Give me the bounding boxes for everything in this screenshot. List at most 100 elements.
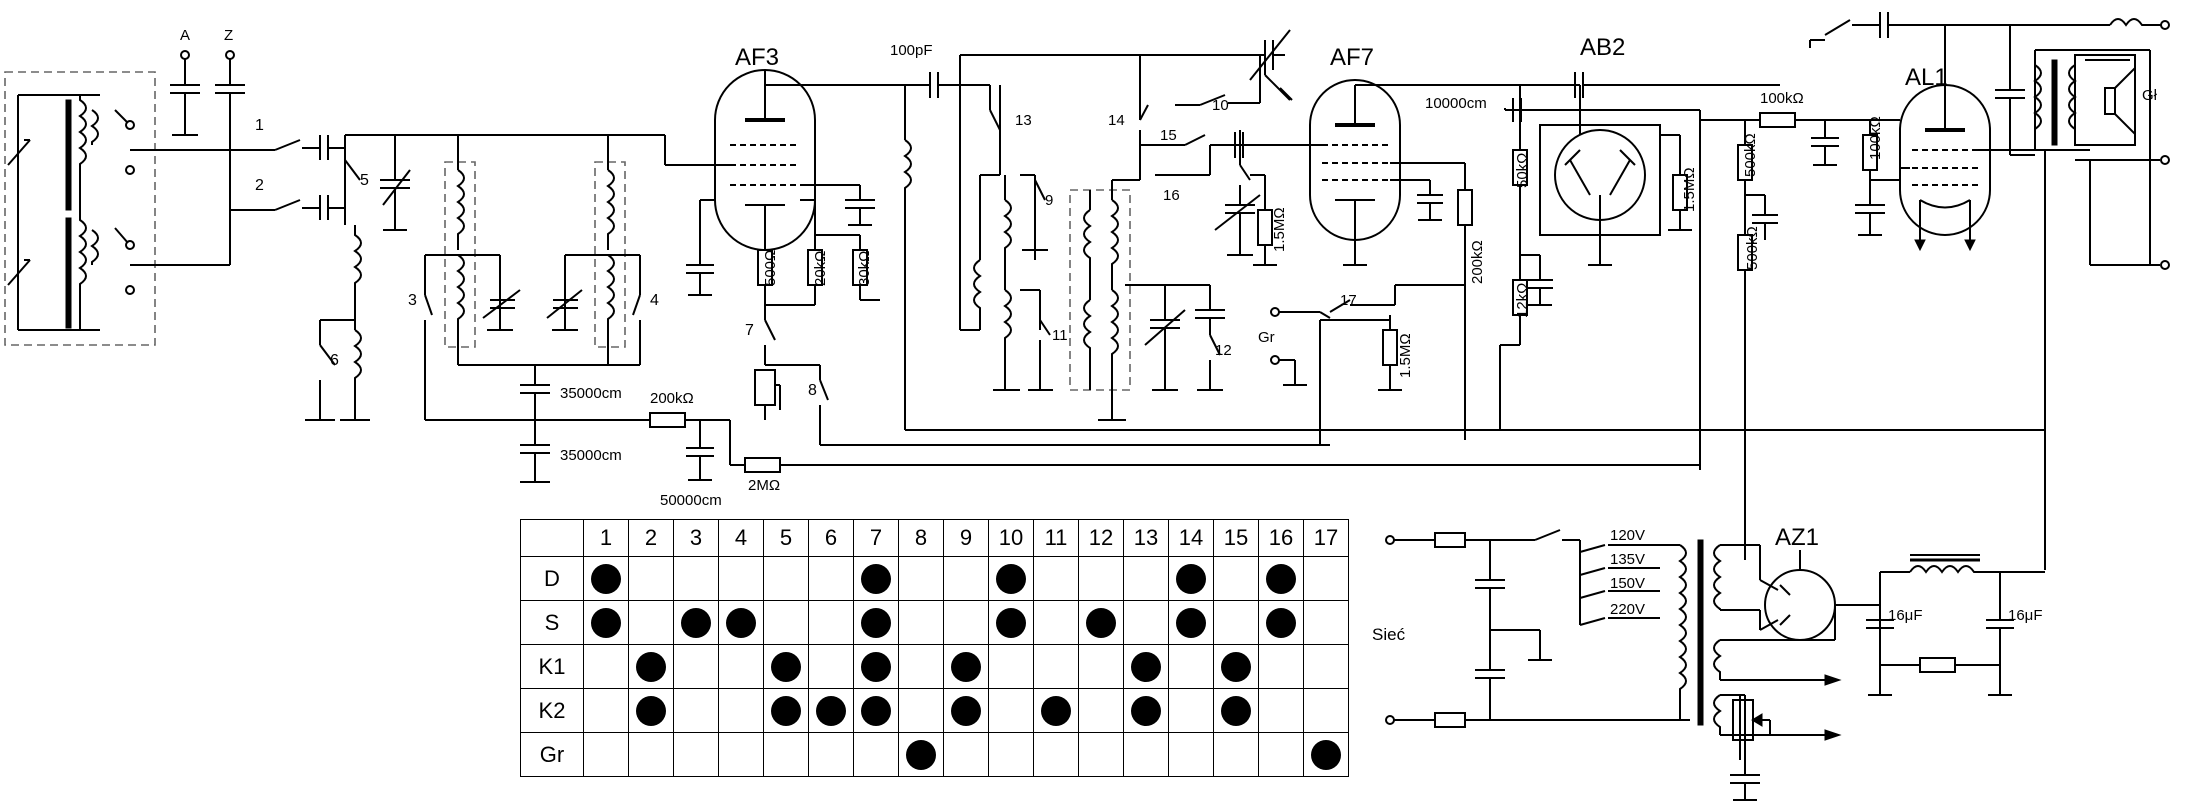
switch-on-dot [996,607,1026,638]
row-label: K1 [520,644,584,689]
switch-on-dot [861,695,891,726]
switch-on-dot [771,651,801,682]
input-switches [250,135,345,220]
switch-6-label: 6 [330,352,339,369]
switch-8-label: 8 [808,382,817,399]
table-cell [898,600,944,645]
table-cell [988,688,1034,733]
table-cell [853,688,899,733]
switch-on-dot [861,651,891,682]
table-cell [718,688,764,733]
switch-on-dot [1266,607,1296,638]
row-label: Gr [520,732,584,777]
c-50000-label: 50000cm [660,492,722,509]
r-500k-a-label: 500kΩ [1742,133,1759,177]
table-cell [1033,556,1079,601]
v150-label: 150V [1610,575,1645,592]
table-cell [1033,688,1079,733]
column-header: 10 [988,519,1034,557]
switch-on-dot [1131,695,1161,726]
r-500k-b-label: 500kΩ [1744,226,1761,270]
table-cell [583,644,629,689]
table-cell [943,556,989,601]
switch-on-dot [1176,563,1206,594]
column-header: 2 [628,519,674,557]
table-cell [1168,600,1214,645]
al1-input-network [1700,112,1900,560]
mains-label: Sieć [1372,625,1406,644]
column-header: 7 [853,519,899,557]
table-cell [1213,556,1259,601]
table-cell [1078,644,1124,689]
table-cell [1303,556,1349,601]
switch-on-dot [636,695,666,726]
column-header: 6 [808,519,854,557]
switch-on-dot [906,739,936,770]
table-cell [1258,644,1304,689]
switch-13-label: 13 [1015,112,1032,129]
r-2m-label: 2MΩ [748,477,780,494]
switch-17-label: 17 [1340,292,1357,309]
table-cell [1213,600,1259,645]
table-cell [988,644,1034,689]
terminal-a-label: A [180,27,190,44]
table-cell [898,556,944,601]
table-cell [943,600,989,645]
table-cell [583,732,629,777]
switch-11-label: 11 [1052,327,1068,344]
table-cell [943,644,989,689]
r-20k-label: 20kΩ [812,251,829,286]
table-cell [673,688,719,733]
c-16u-b-label: 16μF [2008,607,2043,624]
table-cell [1213,732,1259,777]
table-cell [943,688,989,733]
table-cell [1213,688,1259,733]
table-cell [628,600,674,645]
r-500-label: 500Ω [762,250,779,286]
switch-12-label: 12 [1215,342,1232,359]
table-cell [673,600,719,645]
row-label: S [520,600,584,645]
column-header: 13 [1123,519,1169,557]
table-cell [808,556,854,601]
switch-9-label: 9 [1045,192,1053,209]
table-cell [583,600,629,645]
table-cell [763,732,809,777]
row-label: K2 [520,688,584,733]
table-cell [1303,644,1349,689]
table-row: D [520,556,1349,601]
switch-5-label: 5 [360,172,369,189]
table-cell [1123,688,1169,733]
column-header: 3 [673,519,719,557]
table-cell [1123,732,1169,777]
switch-on-dot [1131,651,1161,682]
table-cell [1303,688,1349,733]
table-cell [1168,556,1214,601]
column-header: 8 [898,519,944,557]
al1-label: AL1 [1905,64,1948,91]
switch-on-dot [726,607,756,638]
switch-on-dot [1266,563,1296,594]
table-cell [898,732,944,777]
column-header: 9 [943,519,989,557]
af7-plate-section [1499,72,1780,430]
gr-input-label: Gr [1258,329,1275,346]
switch-2-label: 2 [255,177,264,194]
r-50k-label: 50kΩ [1514,153,1531,188]
c-100p-label: 100pF [890,42,933,59]
table-cell [1258,688,1304,733]
table-cell [808,688,854,733]
table-cell [718,600,764,645]
row-label: D [520,556,584,601]
table-cell [583,688,629,733]
c-10000-label: 10000cm [1425,95,1487,112]
table-cell [628,644,674,689]
table-cell [1123,600,1169,645]
r-200k-label: 200kΩ [650,390,694,407]
column-header: 16 [1258,519,1304,557]
switch-7-label: 7 [745,322,754,339]
r-1m5-a-label: 1.5MΩ [1271,207,1288,252]
table-cell [1123,556,1169,601]
